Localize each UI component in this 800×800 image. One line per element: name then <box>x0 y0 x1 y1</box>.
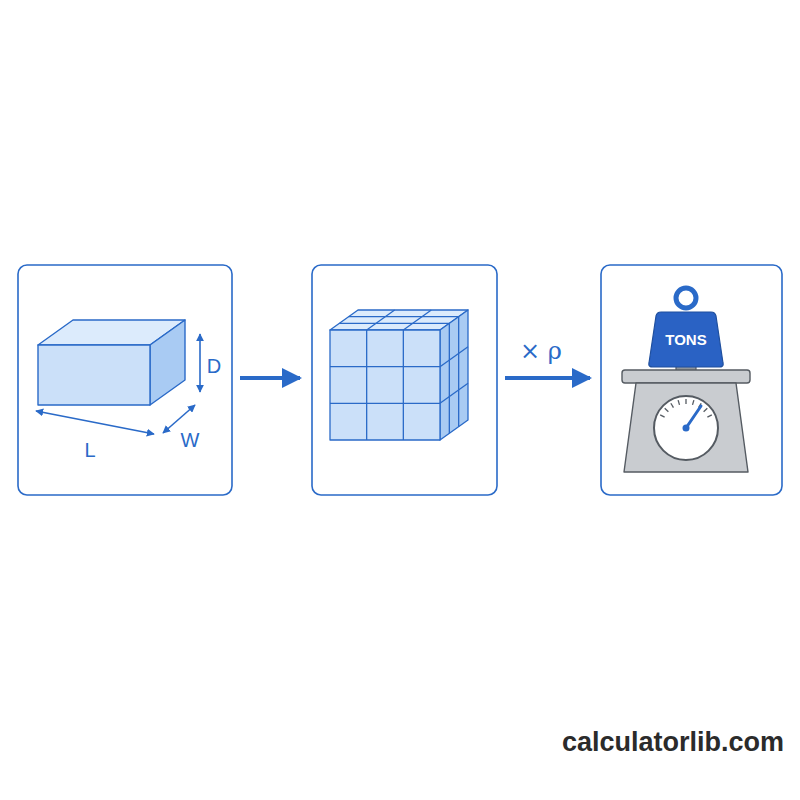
dimension-label: L <box>84 440 95 460</box>
flow-arrow <box>240 376 300 380</box>
watermark: calculatorlib.com <box>562 729 784 756</box>
weight-shape: TONS <box>648 310 724 368</box>
dimension-arrows <box>36 334 200 434</box>
weight-label: TONS <box>665 331 706 348</box>
panel <box>312 265 497 495</box>
block-figure <box>38 320 185 405</box>
panel <box>601 265 782 495</box>
density-factor: × ρ <box>520 339 562 363</box>
weighing-scale <box>622 288 750 472</box>
volume-cube <box>330 310 468 440</box>
panel <box>18 265 232 495</box>
dimension-label: W <box>181 430 200 450</box>
flow-arrow <box>505 376 590 380</box>
dimension-label: D <box>207 356 221 376</box>
